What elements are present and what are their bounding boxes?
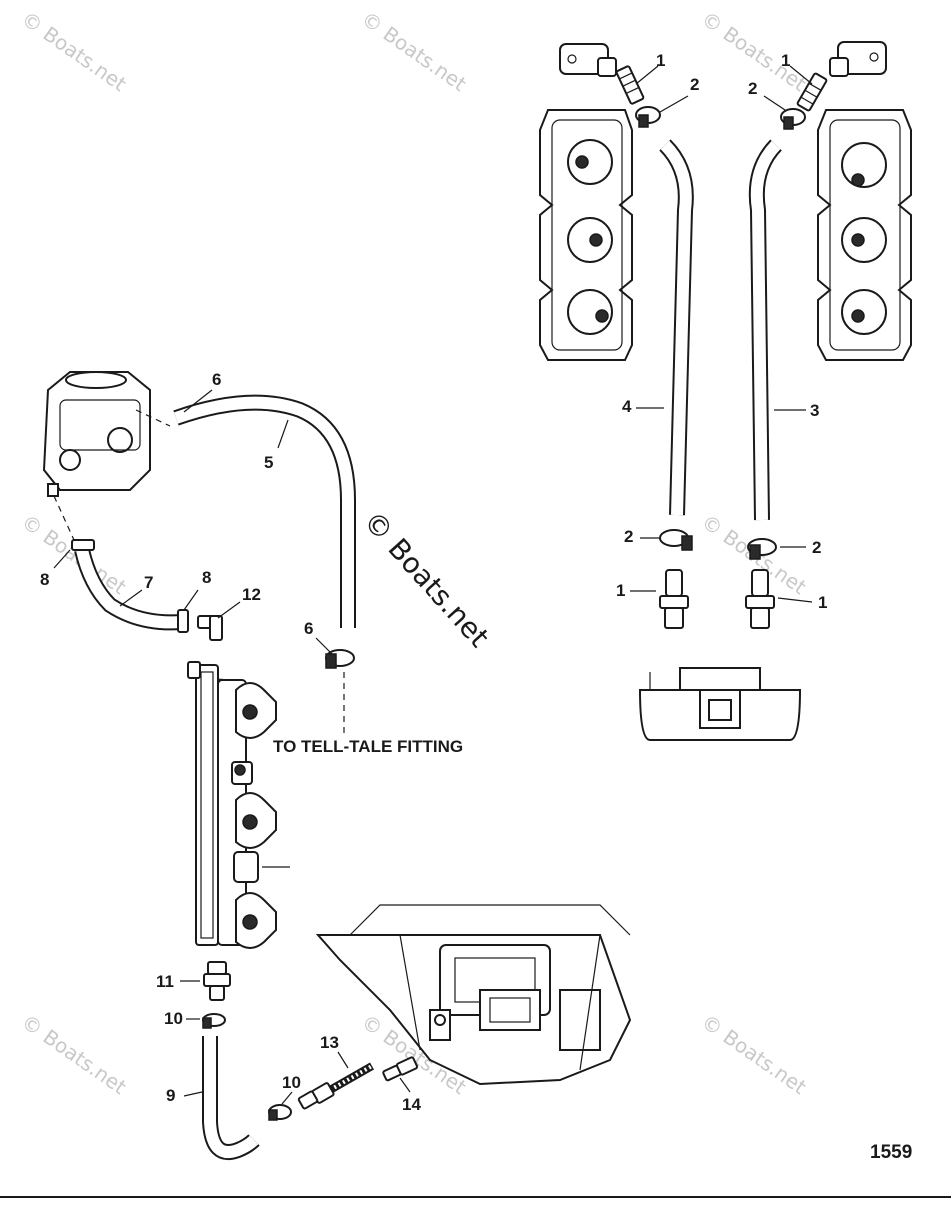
dashed-guides: [53, 409, 345, 735]
hose-clamp-icon: [659, 529, 693, 551]
leader-lines-left: [53, 389, 411, 1105]
hose-clamp-icon: [780, 108, 806, 130]
callout-1: 1: [818, 593, 827, 612]
water-pump-housing-icon: [42, 371, 151, 497]
callout-8: 8: [40, 570, 49, 589]
callout-labels: 1 2 1 2 4 3 2 2 1 1 6 5 8 7 8 12 6 TO TE…: [40, 51, 912, 1163]
callout-7: 7: [144, 573, 153, 592]
water-hose-4: [659, 139, 694, 516]
callout-14: 14: [402, 1095, 421, 1114]
hose-fitting-icon: [203, 961, 231, 1001]
callout-13: 13: [320, 1033, 339, 1052]
cylinder-head-left-icon: [539, 109, 633, 361]
callout-2: 2: [624, 527, 633, 546]
watermark-center: © Boats.net: [357, 505, 496, 654]
callout-9: 9: [166, 1086, 175, 1105]
hose-fitting-icon: [197, 615, 223, 641]
hose-clamp-icon: [268, 1104, 292, 1121]
callout-2: 2: [812, 538, 821, 557]
elbow-cap-right: [829, 41, 887, 77]
hose-clamp-icon: [635, 106, 661, 128]
fuel-rail-icon: [187, 661, 290, 949]
callout-2: 2: [748, 79, 757, 98]
callout-10: 10: [282, 1073, 301, 1092]
watermark: © Boats.net: [697, 1009, 811, 1099]
callout-8: 8: [202, 568, 211, 587]
tell-tale-note: TO TELL-TALE FITTING: [273, 737, 463, 756]
callout-5: 5: [264, 453, 273, 472]
watermark: © Boats.net: [17, 509, 131, 599]
hose-clamp-icon: [747, 538, 777, 560]
adapter-housing-icon: [315, 904, 632, 1086]
elbow-cap-left: [559, 43, 617, 77]
adapter-plate-icon: [638, 667, 802, 741]
page-bottom-rule: [0, 1196, 951, 1198]
sensor-13: [297, 1062, 374, 1110]
injector-mount: [231, 761, 253, 785]
injector-mount: [235, 892, 277, 949]
callout-10: 10: [164, 1009, 183, 1028]
hose-clamp-icon: [325, 649, 355, 669]
injector-mount: [235, 682, 277, 739]
watermark: © Boats.net: [17, 6, 131, 96]
water-hose-3: [748, 139, 783, 521]
callout-12: 12: [242, 585, 261, 604]
figure-number: 1559: [870, 1142, 912, 1163]
cylinder-head-right-icon: [817, 109, 912, 361]
callout-1: 1: [781, 51, 790, 70]
watermark: © Boats.net: [357, 6, 471, 96]
callout-11: 11: [156, 972, 174, 991]
injector-mount: [235, 792, 277, 849]
callout-1: 1: [616, 581, 625, 600]
callout-3: 3: [810, 401, 819, 420]
hose-fitting-icon: [615, 65, 645, 105]
hose-fitting-icon: [659, 569, 689, 629]
hose-fitting-icon: [382, 1056, 419, 1082]
hose-fitting-icon: [796, 72, 828, 112]
watermark: © Boats.net: [17, 1009, 131, 1099]
hose-clamp-icon: [202, 1013, 226, 1029]
callout-2: 2: [690, 75, 699, 94]
leader-lines-top-right: [630, 65, 813, 603]
water-hose-5: [173, 394, 356, 628]
water-hose-7: [71, 539, 189, 633]
callout-4: 4: [622, 397, 632, 416]
callout-1: 1: [656, 51, 665, 70]
callout-6: 6: [212, 370, 221, 389]
hose-fitting-icon: [745, 569, 775, 629]
callout-6: 6: [304, 619, 313, 638]
water-hose-9: [202, 1036, 260, 1160]
